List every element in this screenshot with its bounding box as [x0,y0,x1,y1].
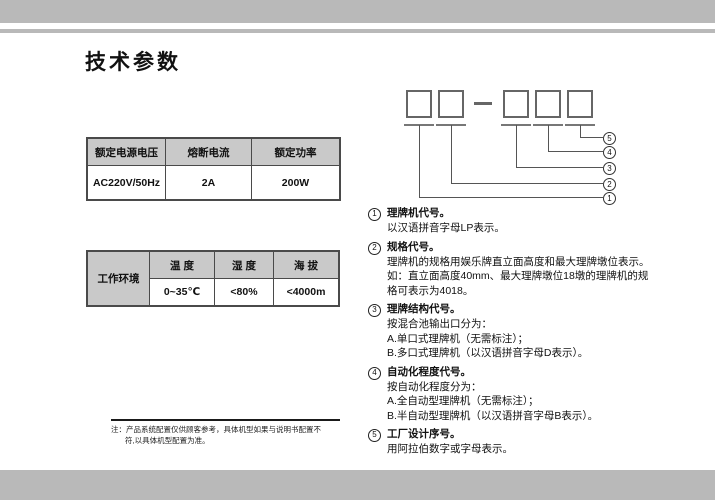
list-item-title: 理牌结构代号。 [387,303,461,315]
list-item-text: 格可表示为4018。 [387,284,474,297]
connector-line [580,125,582,137]
list-item-text: 按自动化程度分为： [387,380,482,393]
list-item-text: 以汉语拼音字母LP表示。 [387,222,505,234]
power-spec-table: 额定电源电压 熔断电流 额定功率 AC220V/50Hz 2A 200W [86,137,341,201]
table-row: 0~35℃ <80% <4000m [87,278,340,307]
footnote: 注：产品系统配置仅供顾客参考，具体机型如果与说明书配置不 符,以具体机型配置为准… [111,419,340,446]
list-item: 5 工厂设计序号。 用阿拉伯数字或字母表示。 [368,427,703,457]
list-item-heading: 5 工厂设计序号。 [368,427,703,442]
env-table-value-altitude: <4000m [273,278,340,307]
connector-line [419,125,421,197]
connector-line [419,197,603,199]
footnote-line: 注：产品系统配置仅供顾客参考，具体机型如果与说明书配置不 [111,425,321,434]
power-table-value-fuse: 2A [165,165,252,201]
connector-line [548,151,603,153]
env-table-row-label: 工作环境 [86,250,150,307]
list-item-heading: 1 理牌机代号。 [368,206,703,221]
top-divider-line [0,29,715,33]
callout-number-5: 5 [603,131,616,145]
list-item-text: A.全自动型理牌机（无需标注）； [387,395,539,407]
power-table-value-power: 200W [251,165,341,201]
list-item-text: A.单口式理牌机（无需标注）； [387,332,529,345]
power-table-header-fuse: 熔断电流 [165,137,252,166]
list-item-title: 理牌机代号。 [387,207,450,219]
list-item-text: 用阿拉伯数字或字母表示。 [387,443,513,455]
connector-line [451,183,603,185]
callout-number-2: 2 [603,177,616,191]
env-table-value-temperature: 0~35℃ [149,278,215,307]
list-item-title: 规格代号。 [387,240,440,253]
page-title: 技术参数 [85,51,181,74]
code-box-4 [535,90,561,118]
connector-line [580,137,603,139]
table-row: 额定电源电压 熔断电流 额定功率 [86,137,341,166]
env-table-header-altitude: 海 拔 [273,250,340,279]
env-table-header-temperature: 温 度 [149,250,215,279]
circled-number: 5 [368,429,381,442]
callout-number-3: 3 [603,161,616,175]
table-row: 工作环境 温 度 湿 度 海 拔 [86,250,340,307]
box-underline [533,123,563,126]
circled-number: 4 [368,366,381,380]
code-box-1 [406,90,432,118]
code-box-3 [503,90,529,118]
list-item: 3 理牌结构代号。 按混合池输出口分为： A.单口式理牌机（无需标注）； B.多口… [368,302,703,361]
table-row: AC220V/50Hz 2A 200W [86,165,341,201]
power-table-header-voltage: 额定电源电压 [86,137,166,166]
connector-line [451,125,453,183]
connector-line [516,125,518,167]
list-item-text: 如：直立面高度40mm、最大理牌墩位18墩的理牌机的规 [387,270,649,282]
top-gray-band [0,0,715,23]
dash-separator [474,102,492,105]
list-item: 2 规格代号。 理牌机的规格用娱乐牌直立面高度和最大理牌墩位表示。 如：直立面高度… [368,240,703,299]
list-item-heading: 3 理牌结构代号。 [368,302,703,317]
circled-number: 1 [368,208,381,221]
list-item: 1 理牌机代号。 以汉语拼音字母LP表示。 [368,206,703,236]
power-table-header-power: 额定功率 [251,137,341,166]
box-underline [404,123,434,126]
callout-number-1: 1 [603,191,616,205]
power-table-value-voltage: AC220V/50Hz [86,165,166,201]
box-underline [501,123,531,126]
list-item-text: 按混合池输出口分为： [387,318,492,330]
list-item-text: B.多口式理牌机（以汉语拼音字母D表示）。 [387,347,589,359]
env-table-header-humidity: 湿 度 [214,250,274,279]
callout-number-4: 4 [603,145,616,159]
footnote-line: 符,以具体机型配置为准。 [125,435,210,445]
bottom-gray-band [0,470,715,500]
list-item-heading: 4 自动化程度代号。 [368,365,703,380]
list-item: 4 自动化程度代号。 按自动化程度分为： A.全自动型理牌机（无需标注）； B.半… [368,365,703,424]
list-item-text: B.半自动型理牌机（以汉语拼音字母B表示）。 [387,409,599,422]
list-item-heading: 2 规格代号。 [368,240,703,255]
env-table-value-humidity: <80% [214,278,274,307]
connector-line [516,167,603,169]
circled-number: 2 [368,241,381,255]
list-item-text: 理牌机的规格用娱乐牌直立面高度和最大理牌墩位表示。 [387,255,650,268]
circled-number: 3 [368,304,381,317]
list-item-title: 工厂设计序号。 [387,428,461,440]
box-underline [565,123,595,126]
model-code-diagram: 5 4 3 2 1 [400,85,625,210]
box-underline [436,123,466,126]
environment-table: 工作环境 温 度 湿 度 海 拔 0~35℃ <80% <4000m [86,250,340,307]
code-box-2 [438,90,464,118]
code-box-5 [567,90,593,118]
list-item-title: 自动化程度代号。 [387,365,471,378]
connector-line [548,125,550,151]
code-explanation-list: 1 理牌机代号。 以汉语拼音字母LP表示。 2 规格代号。 理牌机的规格用娱乐牌直立… [368,206,703,461]
